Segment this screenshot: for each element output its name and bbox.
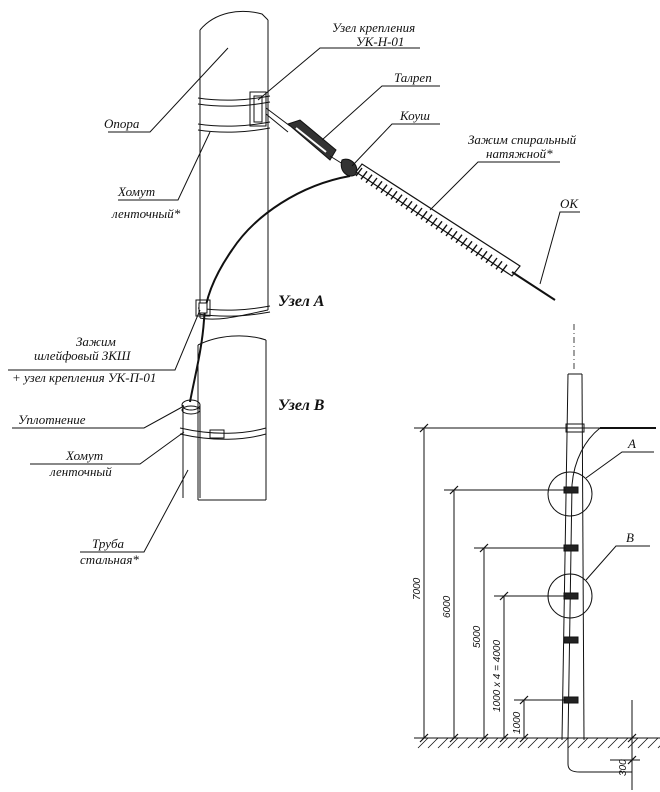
elevation-view: А В 7000 6000 5000 1000 x 4 = 4000 1000 …	[412, 324, 660, 790]
dim-300: 300	[618, 759, 629, 776]
upper-pole	[197, 10, 271, 320]
label-tension-clamp-1: Зажим спиральный	[468, 132, 577, 147]
callout-a: А	[627, 436, 636, 451]
label-node-b: Узел В	[278, 397, 325, 414]
lower-pole	[179, 335, 267, 501]
label-band-clamp-2b: ленточный	[49, 464, 112, 479]
label-opora: Опора	[104, 116, 140, 131]
label-loop-clamp-3: + узел крепления УК-П-01	[12, 370, 156, 385]
label-anchor-node-2: УК-Н-01	[356, 34, 404, 49]
label-loop-clamp-2: шлейфовый ЗКШ	[34, 348, 132, 363]
pole-bracket	[563, 544, 579, 552]
optical-cable	[511, 271, 556, 301]
ground-hatching	[417, 737, 660, 749]
thimble	[340, 158, 358, 177]
tension-clamp	[355, 163, 521, 277]
dimension-lines: 7000 6000 5000 1000 x 4 = 4000 1000 300	[412, 423, 640, 790]
dim-1000: 1000	[512, 711, 523, 734]
label-band-clamp-1a: Хомут	[117, 184, 155, 199]
leader-lines	[8, 47, 580, 553]
pole-bracket	[563, 696, 579, 704]
cable-loop	[189, 175, 351, 403]
label-tension-clamp-2: натяжной*	[486, 146, 553, 161]
dim-6000: 6000	[442, 595, 453, 618]
label-band-clamp-1b: ленточный*	[111, 206, 181, 221]
label-seal: Уплотнение	[18, 412, 86, 427]
labels: Опора Узел крепления УК-Н-01 Талреп Коуш…	[12, 20, 579, 567]
pole-bracket	[563, 636, 579, 644]
label-pipe-1: Труба	[92, 536, 125, 551]
dim-7000: 7000	[412, 577, 423, 600]
label-loop-clamp-1: Зажим	[76, 334, 116, 349]
steel-pipe	[181, 399, 201, 498]
pole-bracket	[563, 486, 579, 494]
label-node-a: Узел А	[278, 293, 325, 310]
label-optical-cable: ОК	[560, 196, 579, 211]
label-pipe-2: стальная*	[80, 552, 139, 567]
anchor-node	[249, 91, 291, 133]
label-band-clamp-2a: Хомут	[65, 448, 103, 463]
dim-5000: 5000	[472, 625, 483, 648]
label-anchor-node-1: Узел крепления	[332, 20, 415, 35]
callout-b: В	[626, 530, 634, 545]
dim-4000: 1000 x 4 = 4000	[492, 640, 503, 712]
pole-bracket	[563, 592, 579, 600]
label-turnbuckle: Талреп	[394, 70, 432, 85]
label-thimble: Коуш	[399, 108, 430, 123]
loop-clamp	[195, 299, 211, 317]
